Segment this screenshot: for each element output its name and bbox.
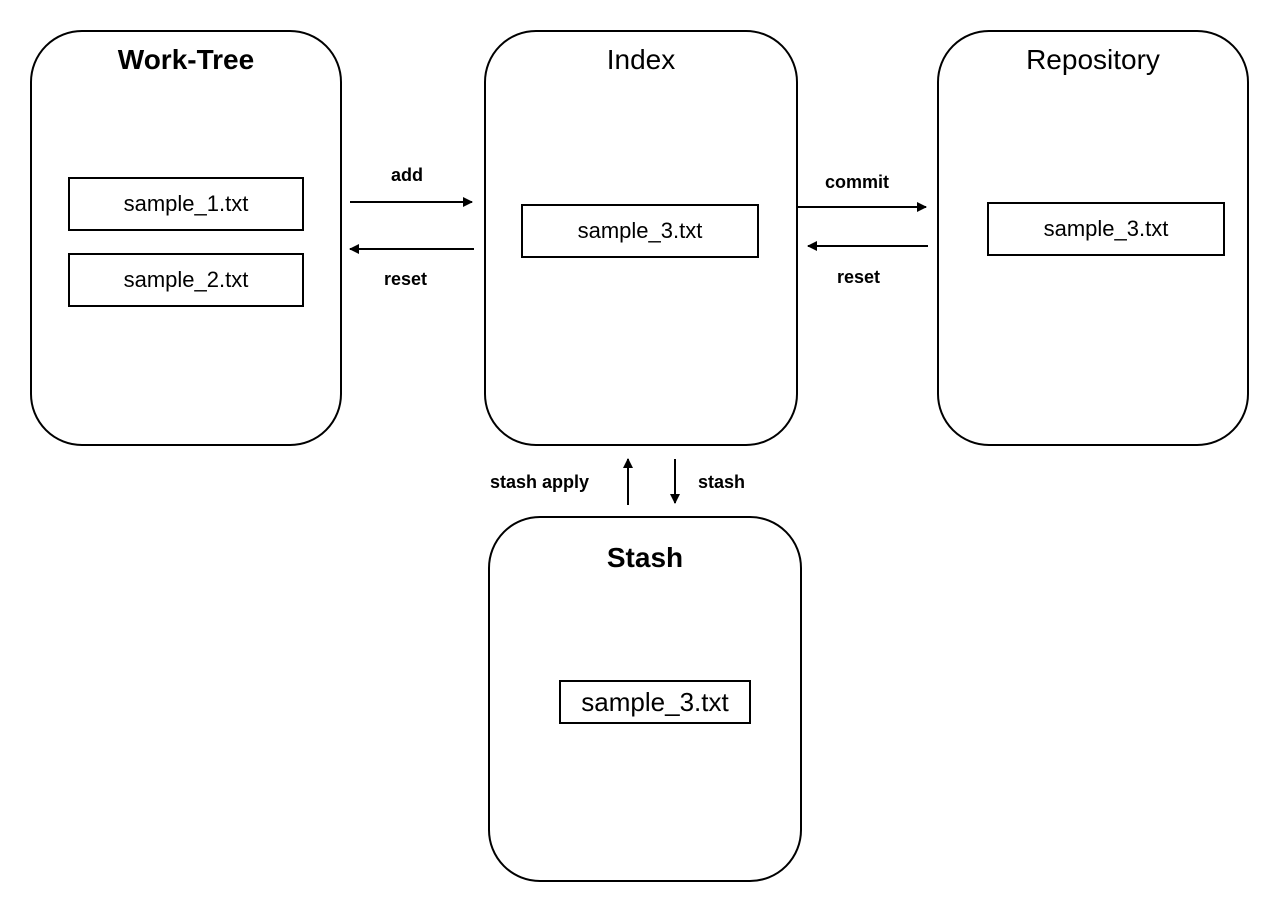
- stash-label: stash: [698, 472, 746, 492]
- stash-title: Stash: [606, 542, 684, 573]
- reset-label: reset: [837, 267, 881, 287]
- reset-label: reset: [384, 269, 428, 289]
- repository-title: Repository: [1026, 44, 1160, 75]
- file-box: sample_3.txt: [987, 202, 1225, 256]
- file-box: sample_1.txt: [68, 177, 304, 231]
- stash-area: Stash sample_3.txt: [488, 516, 802, 882]
- add-label: add: [391, 165, 424, 185]
- work-tree-area: Work-Tree sample_1.txt sample_2.txt: [30, 30, 342, 446]
- file-box: sample_3.txt: [559, 680, 751, 724]
- file-box: sample_2.txt: [68, 253, 304, 307]
- repository-area: Repository sample_3.txt: [937, 30, 1249, 446]
- work-tree-title: Work-Tree: [117, 44, 255, 75]
- stash-apply-label: stash apply: [490, 472, 590, 492]
- commit-label: commit: [825, 172, 890, 192]
- file-box: sample_3.txt: [521, 204, 759, 258]
- index-area: Index sample_3.txt: [484, 30, 798, 446]
- index-title: Index: [606, 44, 676, 75]
